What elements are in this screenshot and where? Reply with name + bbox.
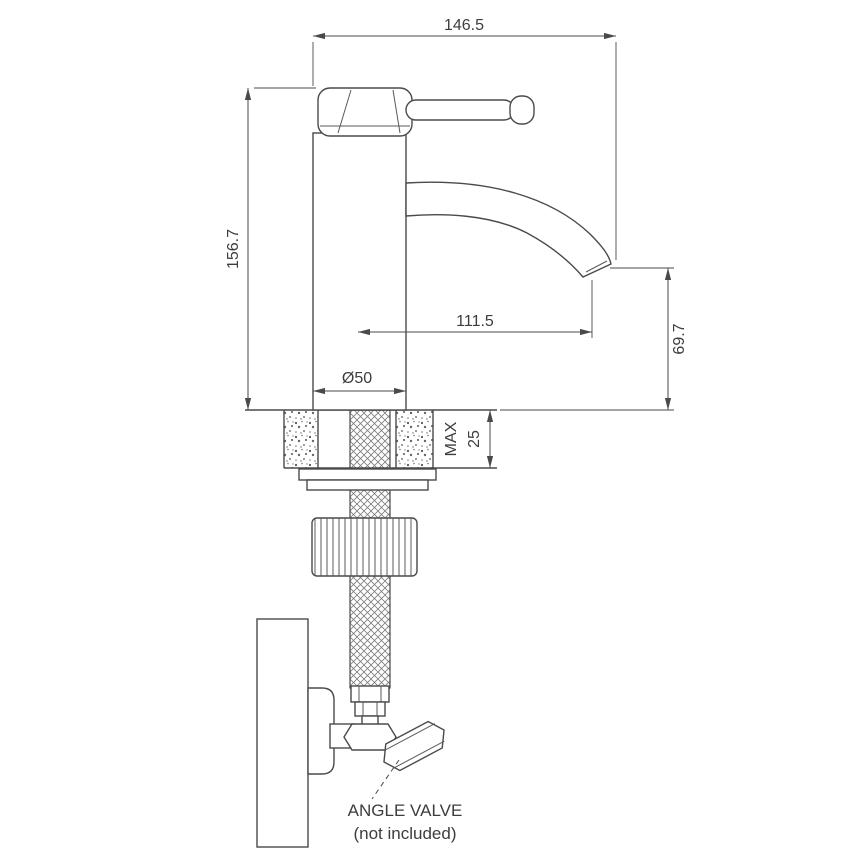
dim-deck-thickness: MAX 25 xyxy=(443,410,494,468)
faucet-handle-knob xyxy=(509,95,535,125)
dim-spout-reach: 111.5 xyxy=(358,280,593,338)
faucet-handle-lever xyxy=(405,99,515,121)
angle-valve xyxy=(329,715,445,800)
counter-right-block xyxy=(396,411,433,468)
mounting-washer xyxy=(298,468,437,481)
angle-valve-annotation: ANGLE VALVE (not included) xyxy=(348,801,463,843)
faucet-handle-cap xyxy=(317,87,413,137)
overall-height-value: 156.7 xyxy=(225,229,242,269)
counter-left-block xyxy=(284,411,318,468)
dim-overall-height: 156.7 xyxy=(225,87,316,410)
deck-max-label: MAX xyxy=(443,421,460,456)
dim-overall-width: 146.5 xyxy=(312,17,617,260)
dim-spout-height: 69.7 xyxy=(500,267,688,411)
mounting-plate xyxy=(306,479,429,491)
countertop xyxy=(245,409,497,469)
spout-aerator-line xyxy=(585,260,608,273)
faucet-outline xyxy=(312,87,612,411)
faucet-spout xyxy=(405,181,612,278)
mounting-hardware xyxy=(298,468,437,577)
knurled-mounting-nut xyxy=(311,517,418,577)
wall-section xyxy=(256,618,309,848)
escutcheon xyxy=(307,687,335,775)
angle-valve-note: (not included) xyxy=(353,824,456,843)
dim-base-diameter: Ø50 xyxy=(313,370,406,395)
overall-width-value: 146.5 xyxy=(444,17,484,34)
valve-outlet-hex xyxy=(383,720,445,772)
faucet-body xyxy=(312,132,407,411)
valve-leader-line xyxy=(371,759,400,800)
deck-max-value: 25 xyxy=(466,430,483,448)
spout-height-value: 69.7 xyxy=(671,323,688,354)
spout-reach-value: 111.5 xyxy=(456,313,494,330)
angle-valve-label: ANGLE VALVE xyxy=(348,801,463,820)
base-diameter-value: Ø50 xyxy=(342,370,372,387)
hose-fitting xyxy=(350,685,390,717)
